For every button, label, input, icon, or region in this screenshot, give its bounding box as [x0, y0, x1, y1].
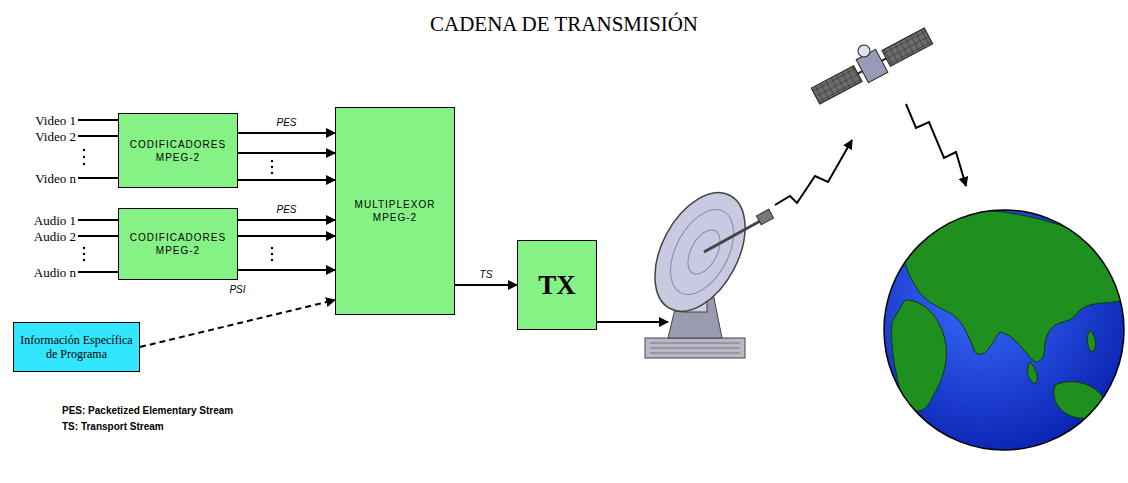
- node-text: TX: [538, 270, 576, 301]
- edge-label: PES: [274, 117, 298, 129]
- connector-arrow: [238, 179, 335, 181]
- edge-label: PES: [274, 204, 298, 216]
- input-wires: [78, 120, 118, 272]
- transmitter-box: TX: [517, 240, 597, 330]
- encoder-box: CODIFICADORES MPEG-2: [118, 208, 238, 280]
- connector-arrow: [455, 284, 517, 286]
- satellite-dish: [636, 178, 773, 358]
- earth-globe: [884, 210, 1125, 450]
- input-label: Video n: [35, 171, 76, 186]
- edge-label: PSI: [227, 284, 247, 296]
- abbreviation-note: TS: Transport Stream: [62, 420, 164, 433]
- uplink-signal: [775, 140, 852, 205]
- connector-arrow: [238, 152, 335, 154]
- encoder-box: CODIFICADORES MPEG-2: [118, 113, 238, 188]
- multiplexer-box: MULTIPLEXOR MPEG-2: [335, 107, 455, 315]
- diagram-title: CADENA DE TRANSMISIÓN: [0, 12, 1128, 37]
- input-label: Audio 2: [34, 229, 76, 244]
- connector-arrow: [238, 219, 335, 221]
- connector-arrow: [238, 235, 335, 237]
- input-label: Audio 1: [34, 213, 76, 228]
- node-text: CODIFICADORES MPEG-2: [125, 138, 231, 164]
- feed-line: [597, 321, 668, 323]
- input-label: Video 2: [35, 129, 76, 144]
- node-text: MULTIPLEXOR MPEG-2: [350, 198, 440, 224]
- connector-arrow: [238, 132, 335, 134]
- edge-label: TS: [478, 269, 495, 281]
- downlink-signal: [906, 104, 966, 186]
- abbreviation-note: PES: Packetized Elementary Stream: [62, 404, 233, 417]
- satellite: [805, 16, 935, 108]
- connector-arrow: [140, 300, 335, 347]
- connector-arrow: [238, 269, 335, 271]
- input-label: Audio n: [34, 265, 76, 280]
- node-text: CODIFICADORES MPEG-2: [125, 231, 231, 257]
- input-label: Video 1: [35, 113, 76, 128]
- node-text: Información Específica de Programa: [20, 333, 133, 361]
- program-info-box: Información Específica de Programa: [13, 322, 140, 372]
